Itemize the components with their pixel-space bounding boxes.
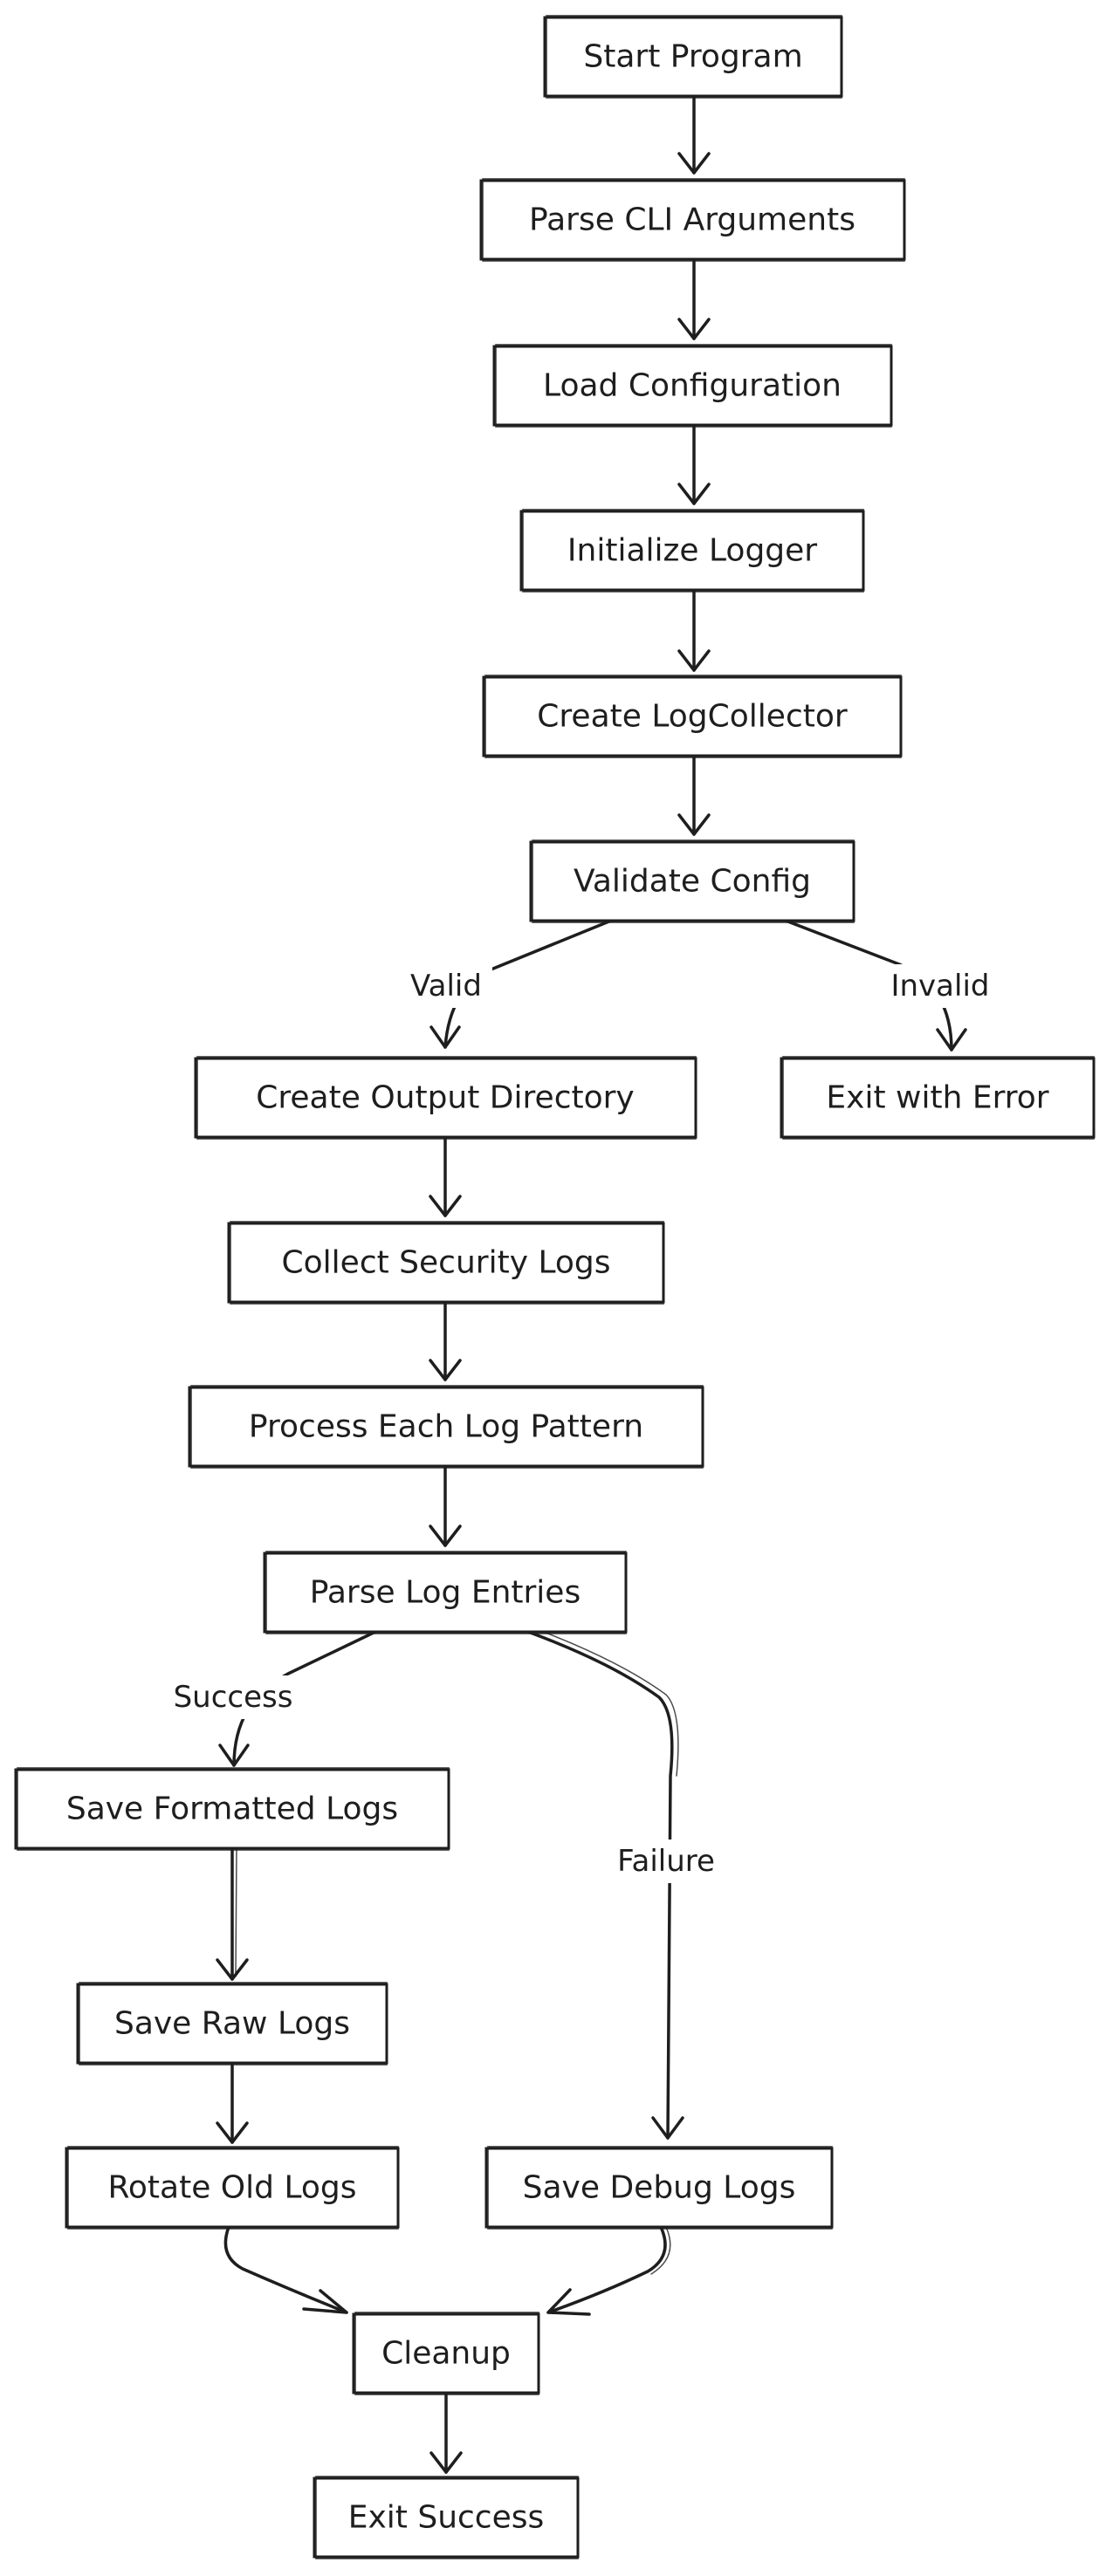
node-load-configuration: Load Configuration [492, 344, 893, 428]
edge-label-failure: Failure [617, 1844, 715, 1879]
node-parse-cli-arguments: Parse CLI Arguments [479, 178, 906, 262]
edge-load-config-to-init-logger [677, 423, 711, 505]
edge-label-invalid: Invalid [890, 969, 989, 1004]
node-save-formatted-logs: Save Formatted Logs [14, 1767, 450, 1851]
node-label: Process Each Log Pattern [249, 1409, 643, 1445]
edge-process-to-parse-entries [429, 1464, 462, 1547]
node-label: Rotate Old Logs [108, 2170, 357, 2206]
node-exit-with-error: Exit with Error [780, 1056, 1096, 1140]
node-collect-security-logs: Collect Security Logs [227, 1221, 665, 1305]
edge-parse-entries-to-debug [526, 1627, 684, 2140]
edge-label-success: Success [174, 1680, 293, 1715]
node-label: Save Formatted Logs [66, 1792, 398, 1827]
node-create-logcollector: Create LogCollector [482, 675, 903, 758]
edge-formatted-to-raw [216, 1846, 249, 1981]
node-label: Cleanup [381, 2336, 511, 2372]
node-label: Parse Log Entries [310, 1575, 581, 1611]
edge-start-to-parse-cli [677, 94, 711, 175]
edge-cleanup-to-exit-success [429, 2391, 463, 2474]
edge-output-dir-to-collect [429, 1135, 462, 1217]
node-rotate-old-logs: Rotate Old Logs [65, 2146, 400, 2230]
nodes: Start Program Parse CLI Arguments Load C… [14, 15, 1096, 2559]
node-label: Start Program [583, 39, 802, 75]
edge-debug-to-cleanup [546, 2225, 671, 2316]
node-label: Exit Success [348, 2500, 545, 2536]
node-label: Validate Config [574, 864, 811, 900]
node-label: Save Raw Logs [114, 2006, 350, 2042]
node-create-output-directory: Create Output Directory [194, 1056, 697, 1140]
node-label: Collect Security Logs [282, 1245, 611, 1281]
node-label: Exit with Error [826, 1080, 1048, 1116]
node-validate-config: Validate Config [529, 839, 855, 923]
node-parse-log-entries: Parse Log Entries [263, 1551, 628, 1634]
edge-collect-to-process [429, 1300, 462, 1381]
node-label: Initialize Logger [567, 533, 817, 569]
edge-raw-to-rotate [216, 2061, 249, 2144]
node-exit-success: Exit Success [313, 2476, 580, 2559]
node-label: Create Output Directory [256, 1080, 634, 1116]
node-initialize-logger: Initialize Logger [519, 509, 865, 593]
edge-rotate-to-cleanup [223, 2225, 348, 2314]
edge-create-collector-to-validate [677, 754, 711, 836]
edge-parse-cli-to-load-config [677, 257, 711, 340]
node-label: Load Configuration [543, 368, 842, 404]
node-start-program: Start Program [543, 15, 843, 99]
edge-label-valid: Valid [410, 969, 482, 1004]
edge-init-logger-to-create-collector [677, 588, 711, 672]
node-label: Parse CLI Arguments [529, 202, 855, 238]
node-process-each-log-pattern: Process Each Log Pattern [188, 1385, 704, 1469]
node-cleanup: Cleanup [352, 2312, 540, 2395]
node-save-debug-logs: Save Debug Logs [484, 2146, 834, 2230]
node-label: Save Debug Logs [523, 2170, 796, 2206]
node-label: Create LogCollector [537, 699, 848, 735]
edge-labels: Valid Invalid Success Failure [163, 964, 1003, 1883]
node-save-raw-logs: Save Raw Logs [76, 1982, 388, 2066]
